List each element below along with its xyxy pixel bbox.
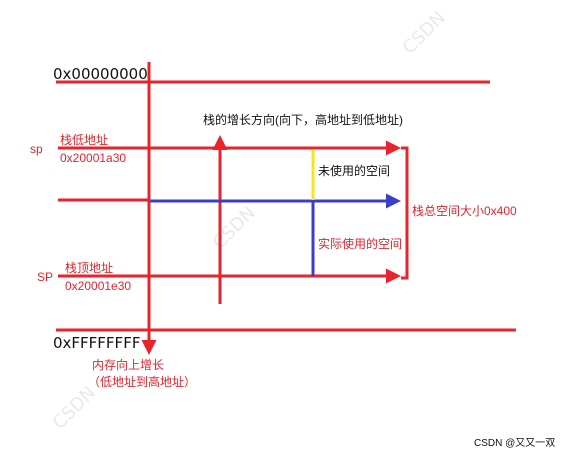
sp-high-tag: SP <box>37 270 53 284</box>
bottom-address-label: 0xFFFFFFFF <box>53 334 140 352</box>
memory-growth-sublabel: （低地址到高地址） <box>88 374 196 389</box>
memory-growth-label: 内存向上增长 <box>92 357 164 372</box>
sp-low-tag: sp <box>30 142 43 156</box>
total-size-label: 栈总空间大小0x400 <box>412 203 517 218</box>
sp-low-title: 栈低地址 <box>60 132 108 147</box>
svg-text:CSDN: CSDN <box>399 7 450 58</box>
sp-low-value: 0x20001a30 <box>60 151 126 165</box>
top-address-label: 0x00000000 <box>53 65 148 83</box>
sp-high-value: 0x20001e30 <box>65 279 131 293</box>
svg-text:CSDN: CSDN <box>209 202 260 253</box>
csdn-watermark: CSDN @又又一双 <box>474 437 555 449</box>
svg-text:CSDN: CSDN <box>49 382 100 433</box>
total-size-bracket <box>401 146 409 280</box>
unused-space-label: 未使用的空间 <box>318 163 390 178</box>
used-space-label: 实际使用的空间 <box>318 236 402 251</box>
growth-direction-label: 栈的增长方向(向下，高地址到低地址) <box>203 112 403 127</box>
sp-high-title: 栈顶地址 <box>65 260 113 275</box>
